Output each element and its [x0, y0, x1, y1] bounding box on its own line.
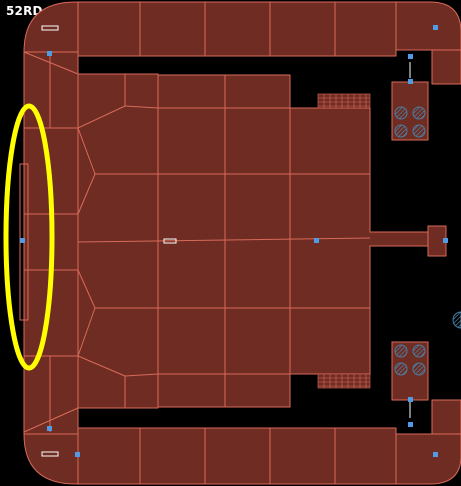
highlight-ellipse: [3, 103, 55, 371]
map-name-label: 52RD: [6, 4, 43, 18]
nodes: [20, 25, 448, 457]
cell-bottom-right: [431, 399, 461, 435]
cell-top-right: [431, 49, 461, 85]
bottom-corridor: [23, 427, 461, 485]
bottom-band-cells: [23, 407, 397, 484]
central-hall-grid: [77, 74, 371, 408]
marker-center: [163, 238, 177, 244]
top-corridor: [23, 1, 461, 75]
pillars: [394, 106, 461, 376]
markers: [41, 25, 411, 457]
vent-grids: [317, 93, 371, 389]
marker-top-left: [41, 25, 59, 31]
marker-bottom-left: [41, 451, 59, 457]
outer-ring: [23, 1, 461, 485]
top-band-cells: [23, 2, 397, 75]
